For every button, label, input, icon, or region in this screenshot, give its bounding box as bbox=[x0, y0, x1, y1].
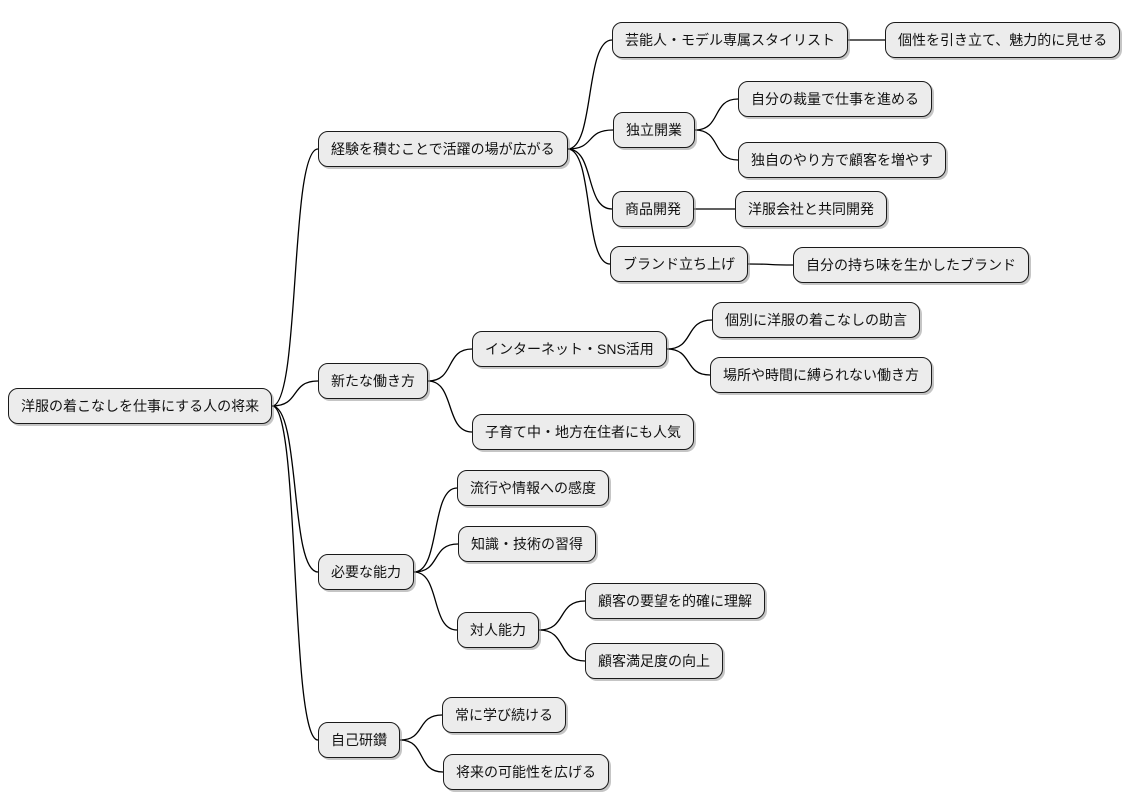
node-understand-customer-needs: 顧客の要望を的確に理解 bbox=[585, 583, 765, 619]
node-improve-customer-satisfaction: 顧客満足度の向上 bbox=[585, 643, 723, 679]
node-joint-development-with-apparel-company: 洋服会社と共同開発 bbox=[735, 191, 887, 227]
node-grow-customers-own-way: 独自のやり方で顧客を増やす bbox=[738, 142, 946, 178]
node-work-at-own-discretion: 自分の裁量で仕事を進める bbox=[738, 81, 932, 117]
node-celebrity-model-stylist: 芸能人・モデル専属スタイリスト bbox=[612, 22, 848, 58]
node-expand-future-possibilities: 将来の可能性を広げる bbox=[443, 754, 609, 790]
node-location-time-free-work: 場所や時間に縛られない働き方 bbox=[710, 357, 932, 393]
node-internet-sns-utilization: インターネット・SNS活用 bbox=[472, 331, 667, 367]
node-interpersonal-skills: 対人能力 bbox=[457, 612, 539, 648]
node-self-improvement: 自己研鑽 bbox=[318, 722, 400, 758]
node-root-future-of-styling-career: 洋服の着こなしを仕事にする人の将来 bbox=[8, 388, 273, 424]
node-brand-with-personal-strengths: 自分の持ち味を生かしたブランド bbox=[793, 247, 1029, 283]
node-popular-with-parents-and-rural-residents: 子育て中・地方在住者にも人気 bbox=[472, 414, 694, 450]
node-career-expansion-with-experience: 経験を積むことで活躍の場が広がる bbox=[318, 131, 568, 167]
node-brand-launch: ブランド立ち上げ bbox=[610, 246, 748, 282]
node-highlight-individuality: 個性を引き立て、魅力的に見せる bbox=[885, 22, 1121, 58]
node-new-work-styles: 新たな働き方 bbox=[318, 363, 428, 399]
node-knowledge-skill-acquisition: 知識・技術の習得 bbox=[458, 526, 596, 562]
node-trend-information-sensitivity: 流行や情報への感度 bbox=[457, 470, 609, 506]
node-keep-learning: 常に学び続ける bbox=[442, 697, 566, 733]
node-required-abilities: 必要な能力 bbox=[318, 554, 414, 590]
node-independent-business: 独立開業 bbox=[613, 112, 695, 148]
node-product-development: 商品開発 bbox=[612, 191, 694, 227]
node-individual-styling-advice: 個別に洋服の着こなしの助言 bbox=[712, 302, 920, 338]
